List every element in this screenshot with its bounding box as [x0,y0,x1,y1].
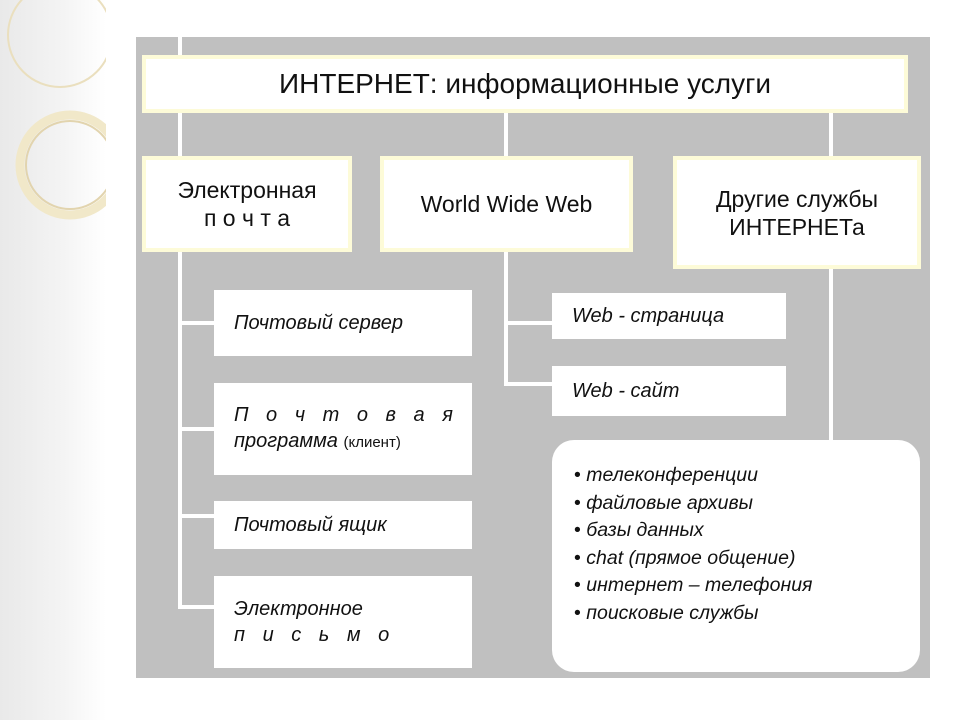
list-item-text: интернет – телефония [586,574,813,596]
list-item-text: телеконференции [586,464,758,486]
www-item-page-label: Web - страница [572,305,725,327]
diagram-title: ИНТЕРНЕТ: информационные услуги [142,55,908,113]
list-item-text: поисковые службы [586,601,759,624]
www-item-page: Web - страница [552,293,786,339]
email-item-program: П о ч т о в а я программа (клиент) [214,383,472,475]
category-other: Другие службы ИНТЕРНЕТа [673,156,921,269]
connector-letter [178,605,216,609]
email-item-letter: Электронное п и с ь м о [214,576,472,668]
email-item-program-line2: программа [234,430,338,452]
connector-web-page [504,321,554,325]
email-item-program-note: (клиент) [343,434,401,451]
list-item-text: файловые архивы [586,491,754,514]
other-services-list: телеконференции файловые архивы базы дан… [574,462,920,627]
list-item: chat (прямое общение) [574,545,920,573]
category-email-line2: п о ч т а [203,205,291,231]
connector-mailbox [178,514,216,518]
category-email: Электронная п о ч т а [142,156,352,252]
email-item-letter-line1: Электронное [234,598,363,620]
category-other-line2: ИНТЕРНЕТа [729,213,865,240]
title-text: ИНТЕРНЕТ: информационные услуги [279,68,771,99]
list-item-text: базы данных [586,519,704,541]
email-item-program-line1: П о ч т о в а я [234,404,459,426]
list-item-text: chat (прямое общение) [586,546,796,569]
connector-right-vertical [829,113,833,443]
email-item-mailbox-label: Почтовый ящик [234,514,387,536]
decorative-sidebar [0,0,125,720]
www-item-site: Web - сайт [552,366,786,416]
list-item: интернет – телефония [574,572,920,600]
category-www-label: World Wide Web [420,191,593,217]
list-item: телеконференции [574,462,920,490]
email-item-mailbox: Почтовый ящик [214,501,472,549]
list-item: файловые архивы [574,490,920,518]
www-item-site-label: Web - сайт [572,380,680,402]
connector-program [178,427,216,431]
list-item: базы данных [574,517,920,545]
category-email-line1: Электронная [177,177,317,203]
connector-server [178,321,216,325]
other-services-box: телеконференции файловые архивы базы дан… [552,440,920,672]
category-other-line1: Другие службы [715,185,879,212]
email-item-letter-line2: п и с ь м о [234,624,396,646]
email-item-server: Почтовый сервер [214,290,472,356]
category-www: World Wide Web [380,156,633,252]
email-item-server-label: Почтовый сервер [234,312,403,334]
decorative-rings-icon [7,0,125,220]
connector-web-site [504,382,554,386]
list-item: поисковые службы [574,600,920,628]
